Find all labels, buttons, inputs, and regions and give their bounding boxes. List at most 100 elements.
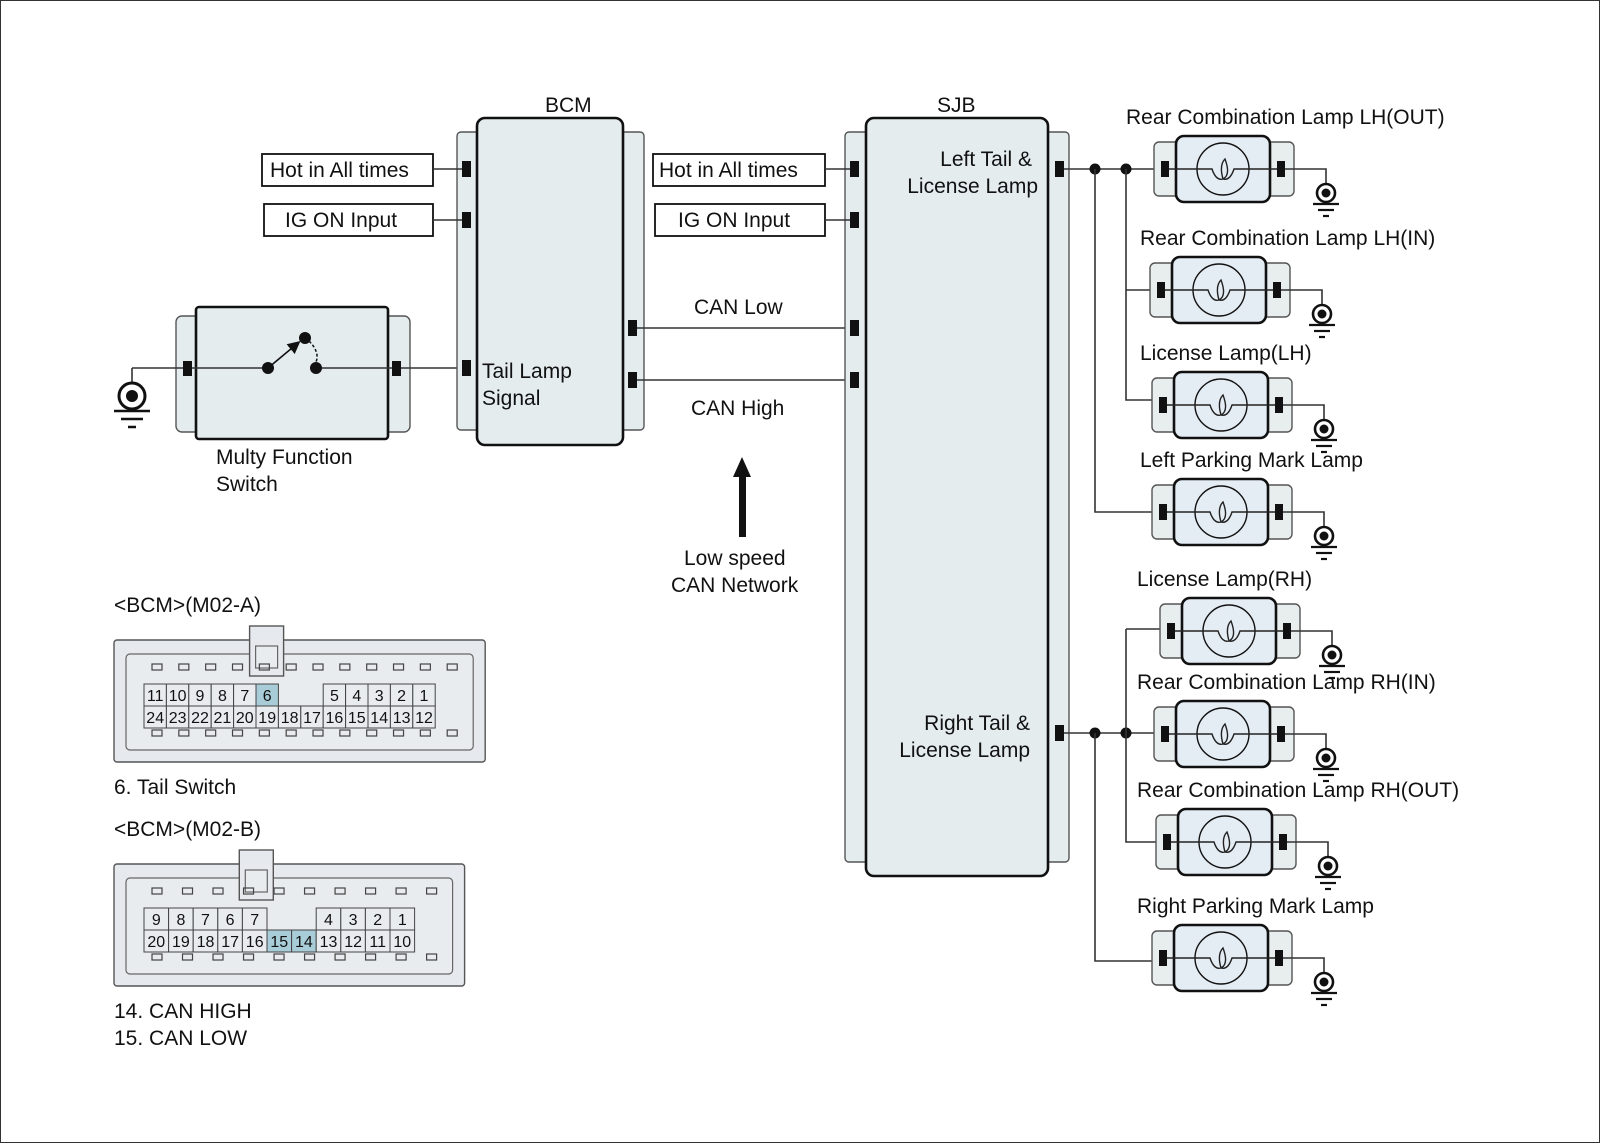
pin-number: 13 [320,934,338,951]
can-high-label: CAN High [691,397,784,420]
pin-number: 4 [352,688,361,705]
pin-number: 3 [349,912,358,929]
pin-number: 14 [370,710,388,727]
bulb-icon [1171,815,1279,869]
ground-icon [1315,855,1341,891]
lamp-left-1: Rear Combination Lamp LH(OUT) [1126,106,1445,218]
pin-number: 24 [146,710,164,727]
lamp-label: License Lamp(LH) [1140,342,1312,365]
pin-number: 11 [369,934,386,951]
pin-number: 12 [344,934,362,951]
lamp-label: Rear Combination Lamp LH(IN) [1140,227,1435,250]
can-low-label: CAN Low [694,296,784,319]
ground-icon [1313,747,1339,783]
bcm-tail-lamp-signal-line1: Tail Lamp [482,360,572,383]
sjb-module: SJB Left Tail & License Lamp Right Tail … [844,94,1070,878]
bulb-icon [1167,931,1275,985]
pin-cell [389,929,416,953]
sjb-input-ig-on: IG ON Input [654,203,850,237]
pin-number: 8 [218,688,227,705]
svg-text:IG ON Input: IG ON Input [678,209,790,232]
connector-note: 15. CAN LOW [114,1027,247,1050]
ground-icon [1311,971,1337,1007]
lamp-label: Rear Combination Lamp RH(OUT) [1137,779,1459,802]
pin-number: 15 [270,934,288,951]
connector-title: <BCM>(M02-B) [114,818,261,841]
lamp-label: Right Parking Mark Lamp [1137,895,1374,918]
pin-number: 13 [393,710,411,727]
bulb-icon [1165,263,1273,317]
lamp-label: Left Parking Mark Lamp [1140,449,1363,472]
pin-number: 9 [196,688,205,705]
pin-number: 7 [201,912,210,929]
pin-number: 17 [221,934,239,951]
pin-number: 14 [295,934,313,951]
lamp-left-4: Left Parking Mark Lamp [1140,449,1363,561]
svg-text:Hot in All times: Hot in All times [270,159,409,182]
ground-icon [1313,182,1339,218]
pin-number: 15 [348,710,366,727]
pin-cell [412,705,436,729]
ground-icon [1309,303,1335,339]
sjb-right-output-line1: Right Tail & [924,712,1030,735]
pin-number: 11 [147,688,164,705]
left-lamp-group: Rear Combination Lamp LH(OUT) Rear Combin… [1064,106,1445,561]
lamp-label: Rear Combination Lamp LH(OUT) [1126,106,1445,129]
bulb-icon [1167,378,1275,432]
pin-number: 2 [373,912,382,929]
lamp-right-2: Rear Combination Lamp RH(IN) [1137,671,1436,783]
pin-number: 8 [176,912,185,929]
bcm-title: BCM [545,94,592,117]
pin-number: 1 [398,912,407,929]
right-lamp-group: License Lamp(RH) Rear Combination Lamp RH… [1064,568,1459,1007]
pin-number: 6 [263,688,272,705]
svg-text:Hot in All times: Hot in All times [659,159,798,182]
sjb-left-output-line2: License Lamp [907,175,1038,198]
ground-icon [114,367,183,429]
lamp-left-2: Rear Combination Lamp LH(IN) [1140,227,1435,339]
bulb-icon [1169,707,1277,761]
ground-icon [1311,418,1337,454]
connector-note: 14. CAN HIGH [114,1000,252,1023]
pin-number: 16 [326,710,344,727]
pin-number: 20 [236,710,254,727]
can-network-label-line1: Low speed [684,547,786,570]
pin-number: 19 [258,710,276,727]
svg-text:IG ON Input: IG ON Input [285,209,397,232]
sjb-left-output-line1: Left Tail & [940,148,1032,171]
pin-number: 10 [169,688,187,705]
bcm-tail-lamp-signal-line2: Signal [482,387,540,410]
pin-number: 3 [375,688,384,705]
pin-number: 18 [197,934,215,951]
pin-number: 22 [191,710,209,727]
pin-number: 10 [393,934,411,951]
can-bus: CAN Low CAN High Low speed CAN Network [637,296,854,597]
lamp-right-1: License Lamp(RH) [1137,568,1345,680]
bcm-module: BCM Tail Lamp Signal [456,94,645,447]
bcm-input-ig-on: IG ON Input [263,203,462,237]
lamp-right-3: Rear Combination Lamp RH(OUT) [1137,779,1459,891]
pin-number: 19 [172,934,190,951]
bulb-icon [1175,604,1283,658]
sjb-title: SJB [937,94,976,117]
connector-note: 6. Tail Switch [114,776,236,799]
lamp-right-4: Right Parking Mark Lamp [1137,895,1374,1007]
connector-title: <BCM>(M02-A) [114,594,261,617]
pin-number: 9 [152,912,161,929]
pin-number: 4 [324,912,333,929]
pin-number: 5 [330,688,339,705]
lamp-label: License Lamp(RH) [1137,568,1312,591]
pin-number: 1 [420,688,429,705]
ground-icon [1319,644,1345,680]
ground-icon [1311,525,1337,561]
pin-number: 20 [147,934,165,951]
bcm-input-hot: Hot in All times [261,153,462,187]
pin-number: 6 [226,912,235,929]
pin-number: 7 [240,688,249,705]
bulb-icon [1169,142,1277,196]
lamp-left-3: License Lamp(LH) [1140,342,1337,454]
